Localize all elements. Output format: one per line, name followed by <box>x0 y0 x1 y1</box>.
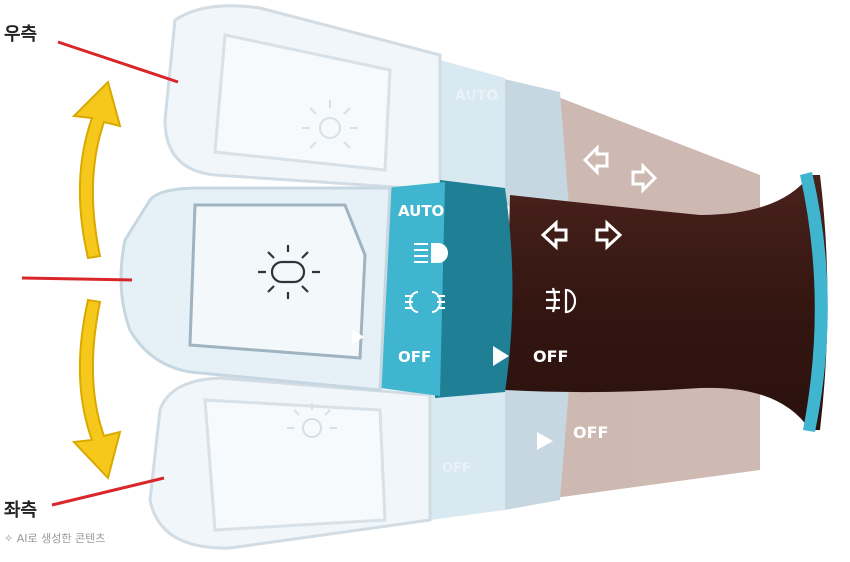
ghost-upper-auto-label: AUTO <box>455 88 498 104</box>
arrow-up-icon <box>71 80 122 260</box>
ai-credit-caption: ✧ AI로 생성한 콘텐츠 <box>4 530 105 546</box>
rotary-ring <box>435 180 513 398</box>
ghost-upper-ring <box>500 78 570 220</box>
stalk-body <box>505 175 828 430</box>
ghost-lower-ring <box>500 375 570 510</box>
position-light-icon <box>405 291 445 313</box>
main-lever: AUTO OFF OFF <box>119 172 828 432</box>
pointer-center <box>21 276 133 282</box>
arrow-down-icon <box>71 298 122 480</box>
stalk-end-cap <box>800 172 828 432</box>
play-triangle-icon <box>352 330 364 344</box>
ghost-lower-window <box>203 398 387 532</box>
ai-credit-text: AI로 생성한 콘텐츠 <box>16 532 106 545</box>
label-right: 우측 <box>4 24 38 45</box>
pointer-left <box>51 476 165 507</box>
high-beam-icon <box>414 243 448 263</box>
label-left: 좌측 <box>4 500 38 521</box>
headlight-icon <box>302 100 358 149</box>
ghost-upper-band <box>440 60 505 205</box>
ghost-lower-off-ring: OFF <box>442 461 471 476</box>
headlight-icon <box>287 403 337 438</box>
turn-signal-icon <box>540 219 623 251</box>
fog-light-icon <box>546 287 577 314</box>
play-triangle-icon <box>493 346 509 366</box>
ghost-lower-off-stalk: OFF <box>573 423 608 442</box>
pointer-right <box>57 40 179 84</box>
rotation-arrows <box>71 80 122 480</box>
auto-label: AUTO <box>398 202 444 220</box>
stalk-off-label: OFF <box>533 347 568 366</box>
direction-arrow-icon <box>582 144 658 194</box>
sparkle-icon: ✧ <box>4 532 17 545</box>
ghost-upper-window <box>213 33 392 172</box>
headlight-icon <box>258 245 320 299</box>
play-triangle-icon <box>537 432 553 450</box>
label-band <box>380 182 445 396</box>
ghost-lower-band <box>430 385 505 520</box>
ring-off-label: OFF <box>398 348 431 366</box>
